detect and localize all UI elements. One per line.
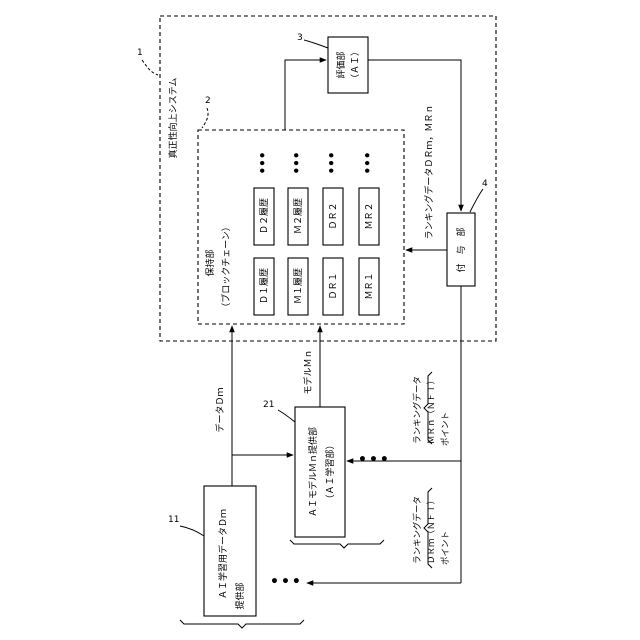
ai-learning-box <box>204 486 256 616</box>
ai-learning-subtitle: 提供部 <box>234 582 246 609</box>
arrow-evaluation-to-granting <box>368 60 461 211</box>
cell-d1: Ｄ１履歴 <box>254 258 274 315</box>
cell-dr2-label: ＤＲ２ <box>329 202 339 229</box>
cell-m2-label: Ｍ２履歴 <box>293 198 304 234</box>
cell-d2-label: Ｄ２履歴 <box>259 198 270 234</box>
cell-mr2: ＭＲ２ <box>359 188 379 245</box>
provider-group-brace-model <box>290 540 384 548</box>
model-provider-subtitle: （ＡＩ学習部） <box>324 440 336 503</box>
cell-m1: Ｍ１履歴 <box>288 258 308 315</box>
model-provider-box <box>295 407 345 537</box>
evaluation-number: 3 <box>297 33 303 43</box>
granting-title: 付 与 部 <box>455 227 467 272</box>
ellipsis-model-row: ••• <box>358 452 391 468</box>
system-label: 真正性向上システム <box>167 78 179 159</box>
system-leader <box>142 60 158 75</box>
ellipsis-data-row: ••• <box>270 574 303 590</box>
evaluation-title: 評価部 <box>335 51 347 78</box>
cell-dr1: ＤＲ１ <box>323 258 343 315</box>
model-feedback-line2: ＭＲｎ（ＮＦＴ） <box>426 376 437 444</box>
evaluation-leader <box>304 40 328 48</box>
cell-dr2: ＤＲ２ <box>323 188 343 245</box>
holding-subtitle: （ブロックチェーン） <box>220 222 232 312</box>
data-feedback-line2: ＤＲｍ（ＮＦＴ） <box>426 496 437 564</box>
granting-leader <box>470 189 483 212</box>
model-feedback-line3: ポイント <box>441 412 451 446</box>
cell-d2: Ｄ２履歴 <box>254 188 274 245</box>
cell-mr1: ＭＲ１ <box>359 258 379 315</box>
cell-m1-label: Ｍ１履歴 <box>293 268 304 304</box>
arrow-model-mn-label: モデルＭｎ <box>302 349 314 394</box>
evaluation-subtitle: （ＡＩ） <box>350 47 361 83</box>
cell-mr1-label: ＭＲ１ <box>365 272 375 299</box>
arrow-data-dm-label: データＤｍ <box>214 387 226 432</box>
cell-mr2-label: ＭＲ２ <box>365 202 375 229</box>
data-feedback-line3: ポイント <box>441 531 451 565</box>
ellipsis-d: ••• <box>256 151 270 174</box>
holding-title: 保持部 <box>204 249 216 276</box>
arrow-ranking-label: ランキングデータＤＲｍ，ＭＲｎ <box>423 105 435 240</box>
ai-learning-number: 11 <box>168 515 179 525</box>
ellipsis-m: ••• <box>290 151 304 174</box>
ellipsis-mr: ••• <box>361 151 375 174</box>
model-feedback-line1: ランキングデータ <box>412 376 423 444</box>
evaluation-box <box>328 37 368 93</box>
system-number: 1 <box>137 48 143 58</box>
arrow-holding-to-evaluation <box>285 60 326 130</box>
provider-group-brace-data <box>180 620 304 628</box>
cell-dr1-label: ＤＲ１ <box>329 272 339 299</box>
model-provider-leader <box>278 410 295 422</box>
ellipsis-dr: ••• <box>325 151 339 174</box>
cell-d1-label: Ｄ１履歴 <box>259 268 270 304</box>
data-feedback-line1: ランキングデータ <box>412 496 423 564</box>
model-provider-number: 21 <box>263 400 274 410</box>
cell-m2: Ｍ２履歴 <box>288 188 308 245</box>
ai-learning-leader <box>180 526 204 536</box>
ai-learning-title: ＡＩ学習用データＤｍ <box>217 509 229 599</box>
granting-number: 4 <box>482 179 488 189</box>
model-provider-title: ＡＩモデルＭｎ提供部 <box>307 427 319 517</box>
holding-number: 2 <box>205 96 211 106</box>
holding-leader <box>202 108 208 128</box>
